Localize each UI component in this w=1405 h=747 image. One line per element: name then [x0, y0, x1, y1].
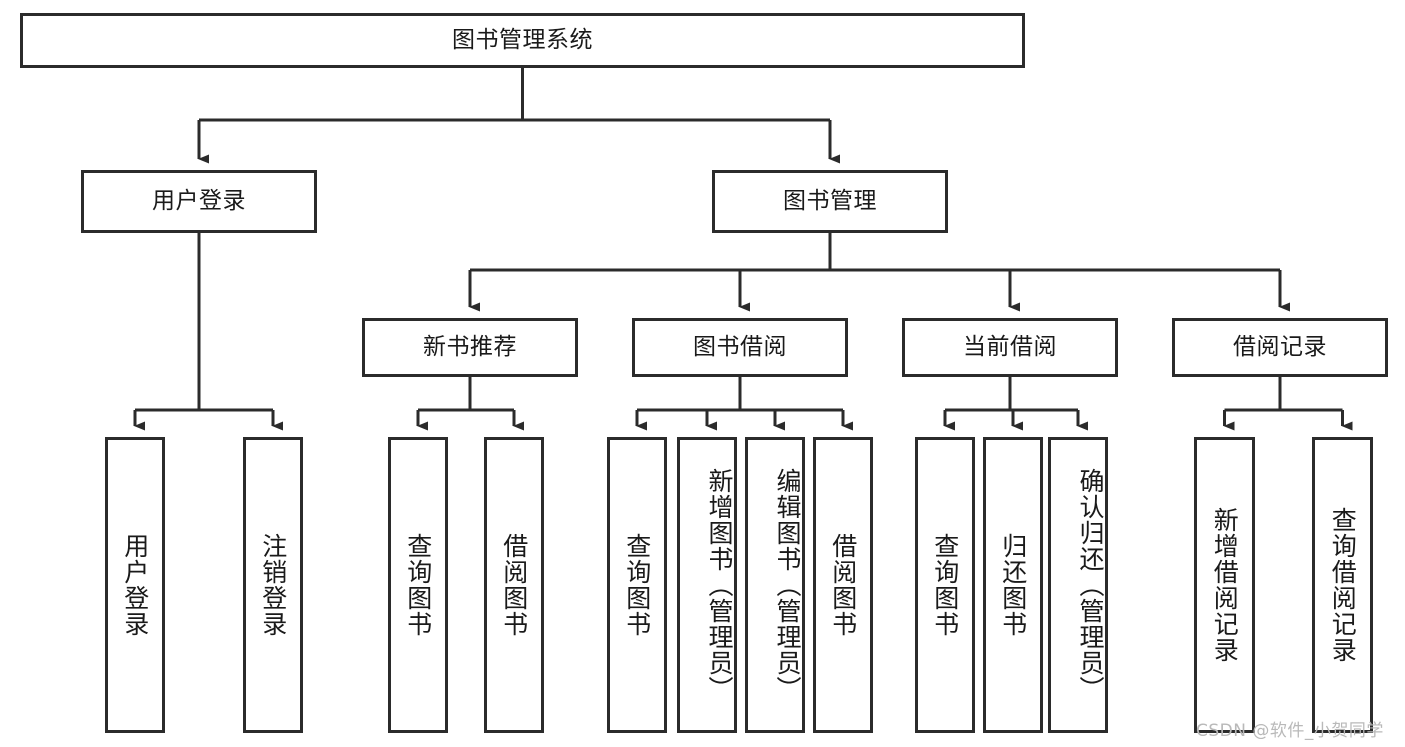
node-leaf-query-book[interactable]: 查询图书 [607, 437, 667, 733]
node-label: 查询图书 [403, 533, 433, 637]
node-book-borrow[interactable]: 图书借阅 [632, 318, 848, 377]
node-label: 用户登录 [152, 187, 246, 214]
node-leaf-query-book-current[interactable]: 查询图书 [915, 437, 975, 733]
node-leaf-confirm-return-admin[interactable]: 确认归还（管理员） [1048, 437, 1108, 733]
node-new-book-recommend[interactable]: 新书推荐 [362, 318, 578, 377]
node-leaf-borrow-book-recommend[interactable]: 借阅图书 [484, 437, 544, 733]
node-current-borrow[interactable]: 当前借阅 [902, 318, 1118, 377]
node-leaf-query-book-recommend[interactable]: 查询图书 [388, 437, 448, 733]
node-label: 注销登录 [258, 533, 288, 637]
node-label: 借阅图书 [828, 533, 858, 637]
node-leaf-user-login[interactable]: 用户登录 [105, 437, 165, 733]
node-leaf-edit-book-admin[interactable]: 编辑图书（管理员） [745, 437, 805, 733]
node-user-login[interactable]: 用户登录 [81, 170, 317, 233]
node-label: 图书借阅 [693, 333, 787, 360]
node-leaf-add-borrow-record[interactable]: 新增借阅记录 [1194, 437, 1255, 733]
node-label: 图书管理 [783, 187, 877, 214]
node-label: 当前借阅 [963, 333, 1057, 360]
node-label: 新增图书（管理员） [705, 468, 734, 702]
node-root[interactable]: 图书管理系统 [20, 13, 1025, 68]
node-leaf-query-borrow-record[interactable]: 查询借阅记录 [1312, 437, 1373, 733]
csdn-watermark: CSDN @软件_小贺同学 [1196, 721, 1384, 741]
node-label: 编辑图书（管理员） [773, 468, 802, 702]
node-label: 新增借阅记录 [1210, 507, 1240, 663]
node-leaf-add-book-admin[interactable]: 新增图书（管理员） [677, 437, 737, 733]
node-borrow-record[interactable]: 借阅记录 [1172, 318, 1388, 377]
node-label: 新书推荐 [423, 333, 517, 360]
node-label: 确认归还（管理员） [1076, 468, 1105, 702]
node-book-manage[interactable]: 图书管理 [712, 170, 948, 233]
node-label: 归还图书 [998, 533, 1028, 637]
node-label: 借阅图书 [499, 533, 529, 637]
node-label: 图书管理系统 [452, 26, 593, 53]
node-label: 借阅记录 [1233, 333, 1327, 360]
node-label: 查询图书 [622, 533, 652, 637]
node-leaf-logout-login[interactable]: 注销登录 [243, 437, 303, 733]
node-label: 查询图书 [930, 533, 960, 637]
node-leaf-return-book[interactable]: 归还图书 [983, 437, 1043, 733]
node-label: 查询借阅记录 [1328, 507, 1358, 663]
node-leaf-borrow-book[interactable]: 借阅图书 [813, 437, 873, 733]
node-label: 用户登录 [120, 533, 150, 637]
